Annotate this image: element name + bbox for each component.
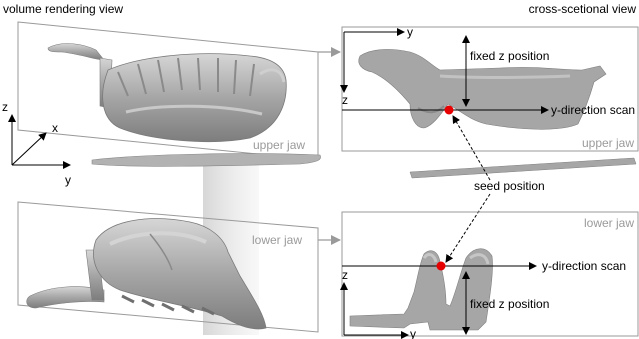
lower-jaw-label-left: lower jaw [252,233,302,247]
y-scan-label-lower: y-direction scan [542,259,626,273]
lower-axis-y-label: y [410,327,416,339]
seed-dot-lower [437,262,446,271]
upper-axis-y-label: y [407,25,413,39]
cross-sectional-title: cross-scetional view [529,2,637,16]
upper-jaw-volume [48,44,286,142]
volume-rendering-title: volume rendering view [3,2,123,16]
seed-position-label: seed position [474,179,545,193]
lower-jaw-label-right: lower jaw [584,216,634,230]
fixed-z-label-lower: fixed z position [470,297,549,311]
fixed-z-label-upper: fixed z position [470,49,549,63]
axis-y-label: y [65,173,71,187]
seed-dot-upper [445,106,454,115]
lower-jaw-cross-section [350,249,493,330]
axis-triad [12,115,70,165]
slice-plate [92,154,321,167]
y-scan-label-upper: y-direction scan [551,103,635,117]
upper-jaw-label-left: upper jaw [253,138,305,152]
axis-z-label: z [2,100,8,114]
upper-axis-z-label: z [342,93,348,107]
lower-axis-z-label: z [342,268,348,282]
axis-x-label: x [52,121,58,135]
cross-section-strip [410,158,636,178]
upper-jaw-label-right: upper jaw [582,136,634,150]
